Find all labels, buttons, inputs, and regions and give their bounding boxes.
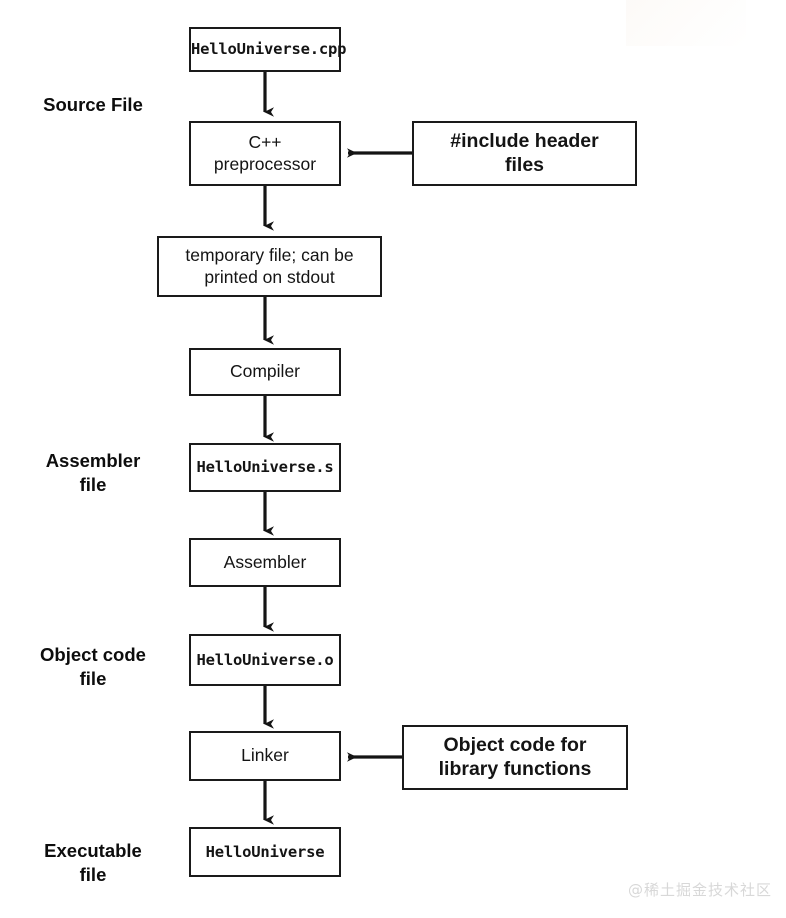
node-label: HelloUniverse.o [196,650,334,669]
node-label: HelloUniverse [205,842,325,861]
node-temporary-file[interactable]: temporary file; can be printed on stdout [157,236,382,297]
corner-artifact [626,0,746,46]
node-label: #include header files [450,129,599,176]
stage-label-source-file: Source File [43,94,143,115]
node-compiler[interactable]: Compiler [189,348,341,396]
node-linker[interactable]: Linker [189,731,341,781]
node-assembler[interactable]: Assembler [189,538,341,587]
node-hellouniverse-exe[interactable]: HelloUniverse [189,827,341,877]
node-label: temporary file; can be printed on stdout [185,245,354,287]
node-object-code-library[interactable]: Object code for library functions [402,725,628,790]
node-label: HelloUniverse.cpp [191,40,347,59]
node-label: Object code for library functions [438,733,592,780]
node-label: HelloUniverse.s [196,458,334,477]
node-cpp-preprocessor[interactable]: C++ preprocessor [189,121,341,186]
node-hellouniverse-cpp[interactable]: HelloUniverse.cpp [189,27,347,72]
node-hellouniverse-s[interactable]: HelloUniverse.s [189,443,341,492]
stage-label-executable-file: Executable file [44,840,142,886]
node-label: Compiler [229,361,301,382]
stage-label-assembler-file: Assembler file [45,450,141,496]
node-label: C++ preprocessor [213,132,317,174]
node-label: Assembler [223,551,307,572]
watermark-text: @稀土掘金技术社区 [627,881,772,899]
node-label: Linker [241,745,289,766]
stage-label-object-code-file: Object code file [40,644,146,690]
node-hellouniverse-o[interactable]: HelloUniverse.o [189,634,341,686]
node-include-header-files[interactable]: #include header files [412,121,637,186]
